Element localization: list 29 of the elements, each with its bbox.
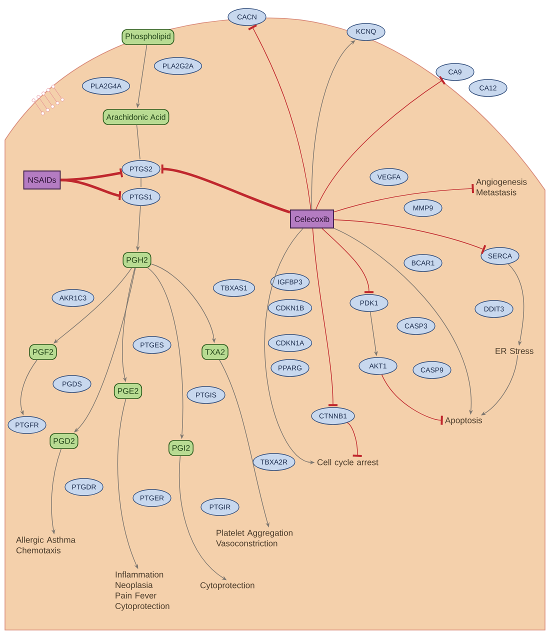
- arrow: [311, 40, 356, 210]
- inhibition-line: [60, 178, 122, 200]
- outcome-label: Platelet Aggregation Vasoconstriction: [216, 530, 292, 546]
- inhibition-line: [322, 228, 374, 294]
- outcome-label: Inflammation Neoplasia Pain Fever Cytoprotection: [115, 571, 170, 611]
- metabolite-box: PGD2: [50, 433, 78, 449]
- outcome-label: Apoptosis: [445, 417, 482, 425]
- inhibition-line: [248, 24, 312, 210]
- metabolite-box: Phospholipid: [122, 29, 174, 45]
- drug-box: NSAIDs: [23, 170, 61, 190]
- metabolite-box: PGI2: [168, 440, 194, 456]
- outcome-label: Angiogenesis Metastasis: [476, 178, 527, 196]
- metabolite-box: PGE2: [114, 383, 142, 399]
- inhibition-line: [381, 374, 443, 425]
- connector-line: [136, 124, 140, 160]
- metabolite-box: TXA2: [202, 344, 228, 360]
- metabolite-box: Arachidonic Acid: [102, 109, 170, 125]
- inhibition-line: [346, 422, 362, 458]
- outcome-label: ER Stress: [496, 348, 534, 354]
- metabolite-box: PGH2: [122, 252, 152, 268]
- outcome-label: Allergic Asthma Chemotaxis: [16, 536, 76, 554]
- connector-line: [140, 178, 142, 188]
- drug-box: Celecoxib: [290, 210, 334, 228]
- inhibition-line: [161, 164, 290, 214]
- metabolite-box: PGF2: [29, 344, 57, 360]
- inhibition-line: [334, 219, 486, 254]
- outcome-label: Cell cycle arrest: [317, 459, 378, 467]
- inhibition-line: [312, 228, 338, 406]
- outcome-label: Cytoprotection: [200, 582, 254, 590]
